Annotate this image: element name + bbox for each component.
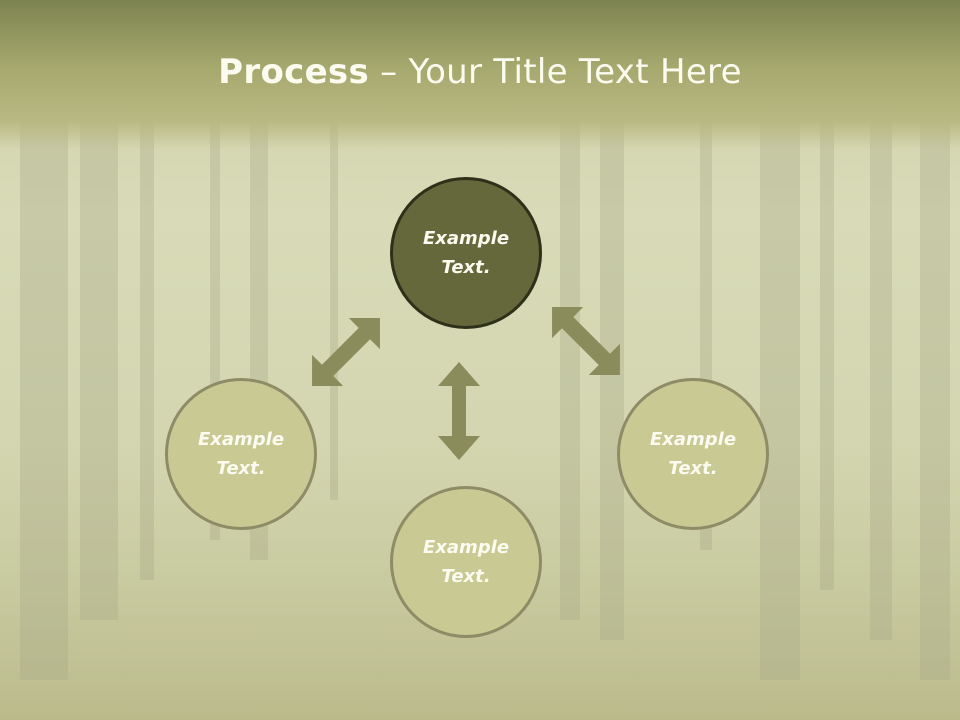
process-node-top: Example Text.: [390, 177, 542, 329]
process-node-bottom: Example Text.: [390, 486, 542, 638]
process-node-right: Example Text.: [617, 378, 769, 530]
arrow-diagonal-left: [312, 318, 380, 386]
title-rest: Your Title Text Here: [408, 52, 742, 92]
title-band: [0, 0, 960, 150]
arrow-vertical: [438, 362, 480, 460]
slide-title: Process – Your Title Text Here: [0, 52, 960, 92]
process-node-left: Example Text.: [165, 378, 317, 530]
title-bold: Process: [218, 52, 370, 92]
title-separator: –: [369, 52, 409, 92]
arrow-diagonal-right: [552, 307, 620, 375]
